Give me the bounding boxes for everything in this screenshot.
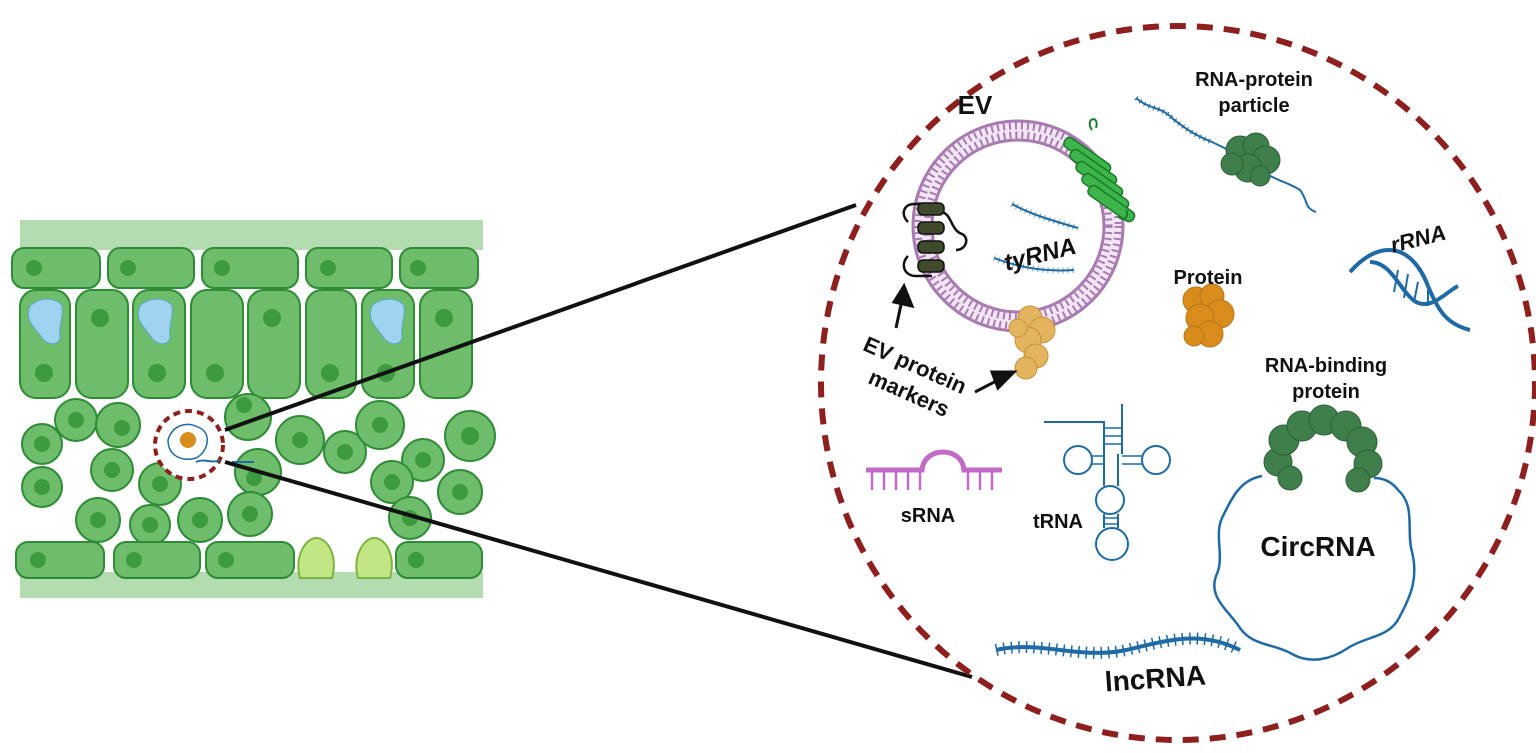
tyrna-strands bbox=[992, 201, 1079, 274]
diagram-labels: EV RNA-protein particle tyRNA rRNA Prote… bbox=[860, 69, 1449, 698]
epidermis-cells-bottom bbox=[15, 541, 483, 579]
dark-ev-marker-icon bbox=[902, 202, 968, 278]
label-rna-binding-line1: RNA-binding bbox=[1265, 355, 1387, 377]
vacuoles bbox=[28, 298, 405, 345]
label-protein: Protein bbox=[1174, 267, 1243, 289]
palisade-nuclei bbox=[35, 309, 453, 382]
label-srna: sRNA bbox=[901, 505, 955, 527]
marker-arrows bbox=[891, 282, 1018, 394]
label-rna-binding-line2: protein bbox=[1292, 381, 1360, 403]
lncrna-icon bbox=[994, 632, 1243, 659]
epidermis-cells-top bbox=[11, 247, 479, 289]
label-rna-protein-line2: particle bbox=[1218, 95, 1289, 117]
label-rna-protein-line1: RNA-protein bbox=[1195, 69, 1313, 91]
green-ev-marker-icon bbox=[1063, 118, 1136, 223]
label-lncrna: lncRNA bbox=[1104, 660, 1207, 698]
circrna-loop-icon bbox=[1213, 474, 1416, 661]
stomata-guard-cells bbox=[297, 536, 393, 579]
spongy-nuclei bbox=[34, 397, 479, 533]
protein-icon bbox=[1182, 283, 1235, 348]
epidermis-nuclei-top bbox=[26, 260, 426, 276]
leaf-cross-section bbox=[11, 220, 496, 598]
rrna-helix-icon bbox=[1348, 248, 1471, 332]
zoom-lines bbox=[224, 203, 973, 679]
srna-icon bbox=[866, 449, 1002, 490]
rna-protein-particle-icon bbox=[1134, 96, 1317, 213]
rna-binding-protein-icon bbox=[1263, 404, 1383, 493]
ev-vesicle bbox=[911, 119, 1125, 333]
trna-icon bbox=[1044, 404, 1171, 561]
label-circrna: CircRNA bbox=[1260, 531, 1375, 562]
label-ev: EV bbox=[958, 90, 993, 120]
epidermis-nuclei-bottom bbox=[30, 552, 424, 568]
zoom-source-circle bbox=[153, 409, 254, 481]
upper-epidermis-band bbox=[20, 220, 483, 250]
beige-ev-protein-icon bbox=[1008, 305, 1056, 380]
label-trna: tRNA bbox=[1033, 511, 1083, 533]
